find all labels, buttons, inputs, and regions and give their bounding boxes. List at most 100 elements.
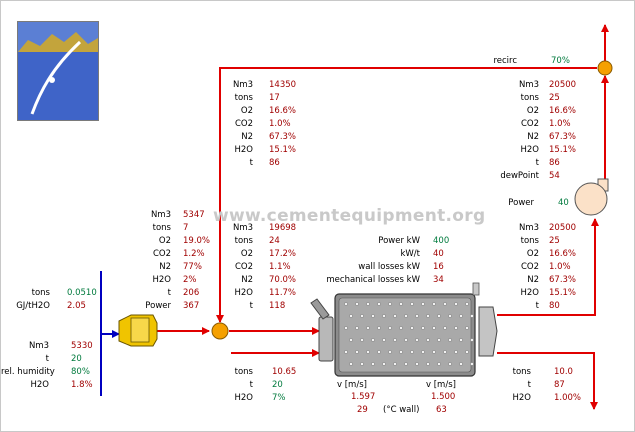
mill-ball-dot xyxy=(465,326,469,330)
mill-ball-dot xyxy=(465,350,469,354)
mill-out-row-label: CO2 xyxy=(520,262,539,272)
mill-ball-dot xyxy=(399,326,403,330)
mill-out-row-value: 15.1% xyxy=(549,288,577,298)
mill-ball-dot xyxy=(366,302,370,306)
mill-ball-dot xyxy=(360,314,364,318)
mill-ball-dot xyxy=(344,350,348,354)
top-right-row-label: O2 xyxy=(526,106,539,116)
mill-ball-dot xyxy=(443,350,447,354)
fan-icon xyxy=(574,178,609,216)
top-right-row-label: CO2 xyxy=(520,119,539,129)
mill-ball-dot xyxy=(426,362,430,366)
mill-ball-dot xyxy=(421,350,425,354)
watermark-text: www.cementequipment.org xyxy=(213,206,486,226)
mill-in-row-value: 24 xyxy=(269,236,280,246)
mill-ball-dot xyxy=(410,302,414,306)
top-right-row-value: 16.6% xyxy=(549,106,577,116)
mill-ball-dot xyxy=(415,362,419,366)
mill-ball-dot xyxy=(371,314,375,318)
mill-out-row-label: Nm3 xyxy=(518,223,539,233)
mill-ball-dot xyxy=(393,362,397,366)
top-left-row-label: N2 xyxy=(241,132,253,142)
top-right-row-label: dewPoint xyxy=(500,171,539,181)
top-right-row-value: 86 xyxy=(549,158,560,168)
air-row-label: Nm3 xyxy=(28,341,49,351)
mill-ball-dot xyxy=(404,362,408,366)
velocity-label-2: v [m/s] xyxy=(426,380,456,390)
fuel-row-label: GJ/tH2O xyxy=(16,301,50,311)
mill-in-row-label: H2O xyxy=(234,288,254,298)
mill-ball-dot xyxy=(399,302,403,306)
mill-ball-dot xyxy=(382,338,386,342)
top-right-row-value: 54 xyxy=(549,171,560,181)
mill-motor-icon xyxy=(472,282,480,296)
mill-in-row-label: Nm3 xyxy=(232,223,253,233)
air-row-value: 80% xyxy=(71,367,90,377)
burner-icon xyxy=(118,314,158,347)
velocity-value-1: 1.597 xyxy=(351,392,376,402)
hot-gas-row-value: 77% xyxy=(183,262,202,272)
top-left-row-value: 16.6% xyxy=(269,106,297,116)
top-right-row-value: 15.1% xyxy=(549,145,577,155)
mill-ball-dot xyxy=(459,362,463,366)
mill-ball-dot xyxy=(459,338,463,342)
mill-ball-dot xyxy=(377,302,381,306)
top-left-row-label: tons xyxy=(234,93,253,103)
mill-ball-dot xyxy=(393,314,397,318)
mill-in-row-label: N2 xyxy=(241,275,253,285)
mill-in-row-label: O2 xyxy=(240,249,253,259)
mill-ball-dot xyxy=(443,302,447,306)
mill-power-row-label: wall losses kW xyxy=(358,262,420,272)
top-left-row-value: 67.3% xyxy=(269,132,297,142)
air-row-value: 20 xyxy=(71,354,82,364)
mill-ball-dot xyxy=(421,302,425,306)
top-right-row-label: N2 xyxy=(527,132,539,142)
mill-in-row-label: tons xyxy=(234,236,253,246)
product-row-label: t xyxy=(527,380,531,390)
product-row-value: 1.00% xyxy=(554,393,582,403)
hot-gas-row-value: 367 xyxy=(183,301,200,311)
mill-ball-dot xyxy=(377,350,381,354)
mill-ball-dot xyxy=(426,314,430,318)
mill-out-row-value: 67.3% xyxy=(549,275,577,285)
mill-ball-dot xyxy=(454,302,458,306)
mill-in-row-label: CO2 xyxy=(234,262,253,272)
mill-ball-dot xyxy=(349,314,353,318)
mill-ball-dot xyxy=(410,326,414,330)
air-row-label: t xyxy=(45,354,49,364)
top-left-row-label: H2O xyxy=(234,145,254,155)
top-left-row-value: 15.1% xyxy=(269,145,297,155)
mill-ball-dot xyxy=(470,314,474,318)
hot-gas-row-label: t xyxy=(167,288,171,298)
air-row-label: rel. humidity xyxy=(1,367,55,377)
top-left-row-label: CO2 xyxy=(234,119,253,129)
mill-ball-dot xyxy=(399,350,403,354)
mill-ball-dot xyxy=(355,302,359,306)
top-right-row-value: 1.0% xyxy=(549,119,571,129)
top-right-row-label: t xyxy=(535,158,539,168)
top-right-row-label: H2O xyxy=(520,145,540,155)
mill-ball-dot xyxy=(454,350,458,354)
mill-power-row-value: 40 xyxy=(433,249,444,259)
mill-ball-dot xyxy=(421,326,425,330)
mill-ball-dot xyxy=(465,302,469,306)
mill-ball-dot xyxy=(415,314,419,318)
top-right-row-value: 25 xyxy=(549,93,560,103)
top-left-row-label: O2 xyxy=(240,106,253,116)
hot-gas-row-label: Power xyxy=(145,301,171,311)
mill-ball-dot xyxy=(382,314,386,318)
hot-gas-row-label: H2O xyxy=(152,275,172,285)
mill-in-row-value: 19698 xyxy=(269,223,297,233)
mill-ball-dot xyxy=(388,326,392,330)
hot-gas-row-value: 206 xyxy=(183,288,200,298)
mill-ball-dot xyxy=(404,314,408,318)
mill-power-row-value: 16 xyxy=(433,262,444,272)
top-left-row-value: 17 xyxy=(269,93,280,103)
recirc-value: 70% xyxy=(551,56,570,66)
recirc-label: recirc xyxy=(493,56,517,66)
mill-ball-dot xyxy=(344,302,348,306)
wall-temp-label: (°C wall) xyxy=(383,405,420,415)
mill-power-row-label: kW/t xyxy=(400,249,420,259)
wall-temp-value-2: 63 xyxy=(436,405,447,415)
